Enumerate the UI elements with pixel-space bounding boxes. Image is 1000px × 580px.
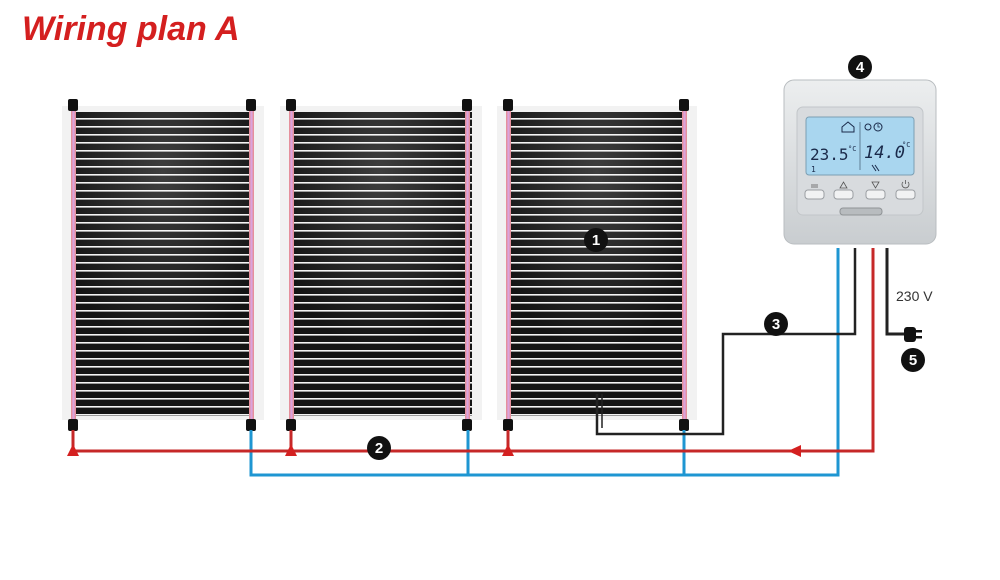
heating-film-panel-2 <box>280 99 482 431</box>
set-temperature: 14.0 <box>864 143 905 163</box>
up-button[interactable] <box>833 181 854 200</box>
live-arrow-return <box>788 445 801 457</box>
power-cable <box>885 248 905 336</box>
callout-2: 2 <box>367 436 391 460</box>
svg-text:5: 5 <box>909 352 917 369</box>
diagram-title: Wiring plan A <box>22 10 240 48</box>
thermostat-slot <box>839 207 883 216</box>
callout-3: 3 <box>764 312 788 336</box>
svg-text:4: 4 <box>856 59 865 76</box>
power-button[interactable] <box>895 180 916 200</box>
clock-icon <box>873 122 883 132</box>
down-button[interactable] <box>865 181 886 200</box>
set-temperature-unit: °C <box>902 141 910 149</box>
thermostat: 23.5 °C 14.0 °C 1 <box>783 79 937 245</box>
program-number: 1 <box>811 165 816 174</box>
menu-button[interactable] <box>804 184 825 200</box>
power-plug-icon <box>904 327 922 342</box>
current-temperature: 23.5 <box>810 145 849 164</box>
current-temperature-unit: °C <box>848 145 856 153</box>
home-icon <box>841 121 855 133</box>
triangle-down-icon <box>871 181 880 189</box>
heating-film-panel-3 <box>497 99 697 431</box>
sensor-probe <box>596 394 603 428</box>
hand-icon <box>864 123 872 131</box>
svg-text:2: 2 <box>375 440 383 457</box>
menu-icon <box>811 184 818 188</box>
heating-film-panel-1 <box>62 99 264 431</box>
callout-4: 4 <box>848 55 872 79</box>
svg-text:3: 3 <box>772 316 780 333</box>
svg-text:1: 1 <box>592 232 600 249</box>
heat-indicator-icon <box>871 164 880 172</box>
power-icon <box>901 180 910 189</box>
callout-5: 5 <box>901 348 925 372</box>
triangle-up-icon <box>839 181 848 189</box>
live-arrow-3 <box>502 444 514 456</box>
live-arrow-1 <box>67 444 79 456</box>
live-arrow-2 <box>285 444 297 456</box>
voltage-label: 230 V <box>896 288 933 304</box>
callout-1: 1 <box>584 228 608 252</box>
